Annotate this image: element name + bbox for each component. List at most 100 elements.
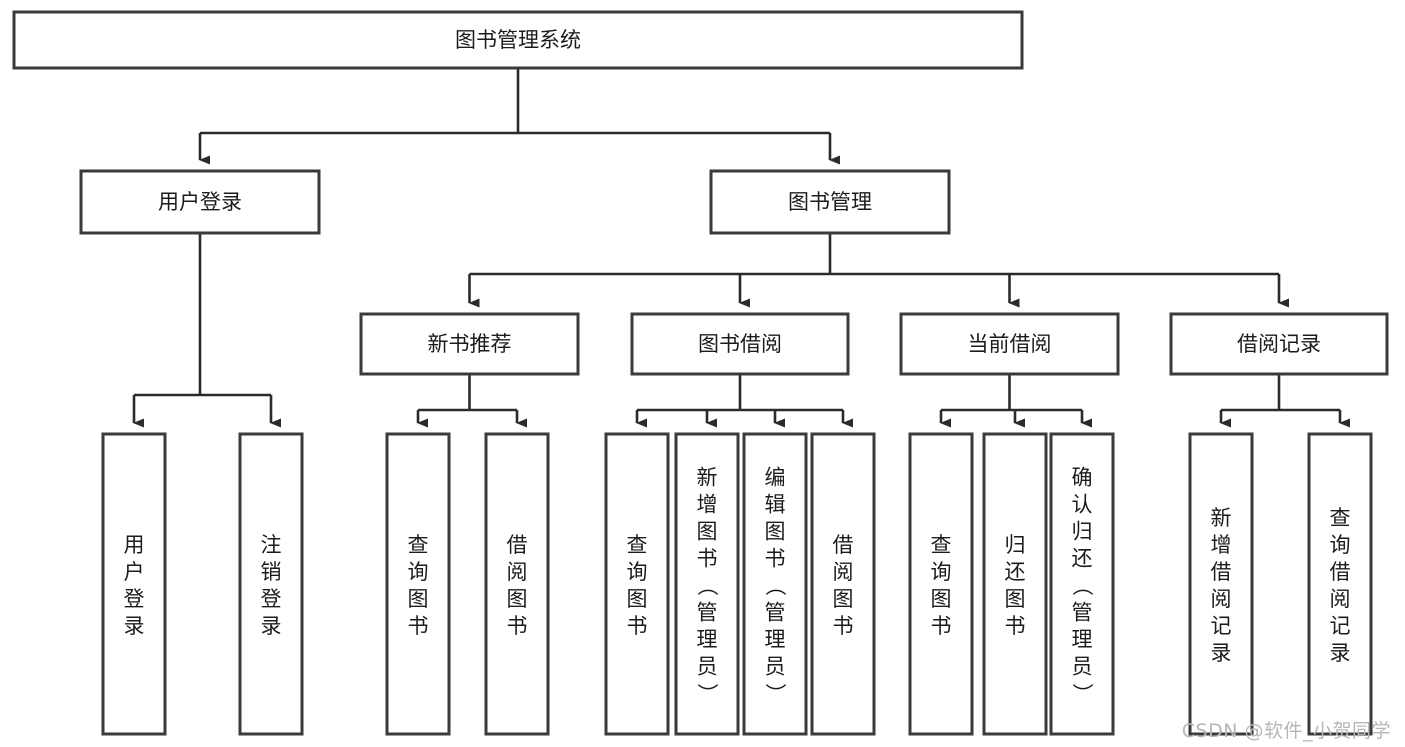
leaf-node-rect — [1307, 432, 1373, 736]
leaf-node-rect — [674, 432, 740, 736]
leaf-label-char: 理 — [697, 628, 718, 652]
leaf-label-char: 编 — [765, 466, 786, 490]
leaf-label-char: 书 — [931, 614, 952, 638]
root-node-label: 图书管理系统 — [455, 28, 581, 52]
level3-node-label: 图书借阅 — [698, 332, 782, 356]
leaf-label-char: 查 — [931, 533, 952, 557]
leaf-label-char: 记 — [1211, 614, 1232, 638]
leaf-label-char: 询 — [408, 560, 429, 584]
level3-node-3[interactable]: 当前借阅 — [899, 312, 1120, 376]
leaf-label-char: 图 — [697, 520, 718, 544]
leaf-label-char: 还 — [1072, 547, 1093, 571]
level3-node-rect — [899, 312, 1120, 376]
leaf-node-rect — [742, 432, 808, 736]
level2-node-rect — [79, 169, 321, 235]
leaf-node-rect — [908, 432, 974, 736]
leaf-label-char: 归 — [1072, 520, 1093, 544]
leaf-label-char: 查 — [408, 533, 429, 557]
leaf-label-char: 录 — [124, 614, 145, 638]
leaf-label-char: 注 — [261, 533, 282, 557]
leaf-label-char: 员 — [697, 655, 718, 679]
leaf-node-rect — [101, 432, 167, 736]
leaf-label-char: 理 — [1072, 628, 1093, 652]
leaf-label-char: 查 — [627, 533, 648, 557]
leaf-label-char: 销 — [261, 560, 282, 584]
csdn-watermark: CSDN @软件_小贺同学 — [1181, 720, 1391, 742]
level2-node-rect — [709, 169, 951, 235]
leaf-node-rect — [982, 432, 1048, 736]
level3-node-rect — [1169, 312, 1389, 376]
leaf-label-char: 还 — [1005, 560, 1026, 584]
leaf-label-char: 询 — [627, 560, 648, 584]
level3-node-1[interactable]: 新书推荐 — [359, 312, 580, 376]
root-node-rect — [12, 10, 1024, 70]
leaf-label-char: 图 — [627, 587, 648, 611]
leaf-label-char: （ — [1070, 575, 1094, 596]
leaf-label-char: ） — [695, 683, 719, 704]
level2-node-1[interactable]: 用户登录 — [79, 169, 321, 235]
leaf-label-char: 阅 — [1211, 587, 1232, 611]
level3-node-4[interactable]: 借阅记录 — [1169, 312, 1389, 376]
leaf-label-char: 用 — [124, 533, 145, 557]
leaf-label-char: 图 — [833, 587, 854, 611]
leaf-label-char: 询 — [931, 560, 952, 584]
leaf-node-1[interactable]: 用户登录 — [101, 432, 167, 736]
leaf-label-char: 登 — [261, 587, 282, 611]
leaf-label-char: 确 — [1072, 466, 1093, 490]
leaf-label-char: 记 — [1330, 614, 1351, 638]
leaf-label-char: 图 — [507, 587, 528, 611]
leaf-label-char: 新 — [1211, 506, 1232, 530]
level3-node-rect — [630, 312, 850, 376]
level3-node-2[interactable]: 图书借阅 — [630, 312, 850, 376]
leaf-label-char: 管 — [765, 601, 786, 625]
level2-node-2[interactable]: 图书管理 — [709, 169, 951, 235]
leaf-node-rect — [484, 432, 550, 736]
leaf-node-rect — [1188, 432, 1254, 736]
leaf-label-char: 借 — [833, 533, 854, 557]
leaf-label-char: 书 — [833, 614, 854, 638]
leaf-label-char: 录 — [1330, 641, 1351, 665]
leaf-label-char: 员 — [765, 655, 786, 679]
root-node-1[interactable]: 图书管理系统 — [12, 10, 1024, 70]
leaf-label-char: 归 — [1005, 533, 1026, 557]
level2-node-label: 用户登录 — [158, 190, 242, 214]
level3-node-rect — [359, 312, 580, 376]
leaf-label-char: 阅 — [507, 560, 528, 584]
leaf-label-char: 书 — [507, 614, 528, 638]
leaf-label-char: 阅 — [833, 560, 854, 584]
leaf-label-char: 书 — [765, 547, 786, 571]
leaf-label-char: ） — [1070, 683, 1094, 704]
leaf-label-char: 借 — [507, 533, 528, 557]
leaf-label-char: 管 — [697, 601, 718, 625]
leaf-label-char: 录 — [261, 614, 282, 638]
leaf-label-char: 图 — [1005, 587, 1026, 611]
leaf-node-rect — [385, 432, 451, 736]
leaf-label: 用户登录 — [124, 533, 145, 638]
leaf-label-char: 借 — [1211, 560, 1232, 584]
leaf-label-char: 增 — [697, 493, 718, 517]
leaf-label-char: 辑 — [765, 493, 786, 517]
connector-lines — [132, 68, 1350, 428]
